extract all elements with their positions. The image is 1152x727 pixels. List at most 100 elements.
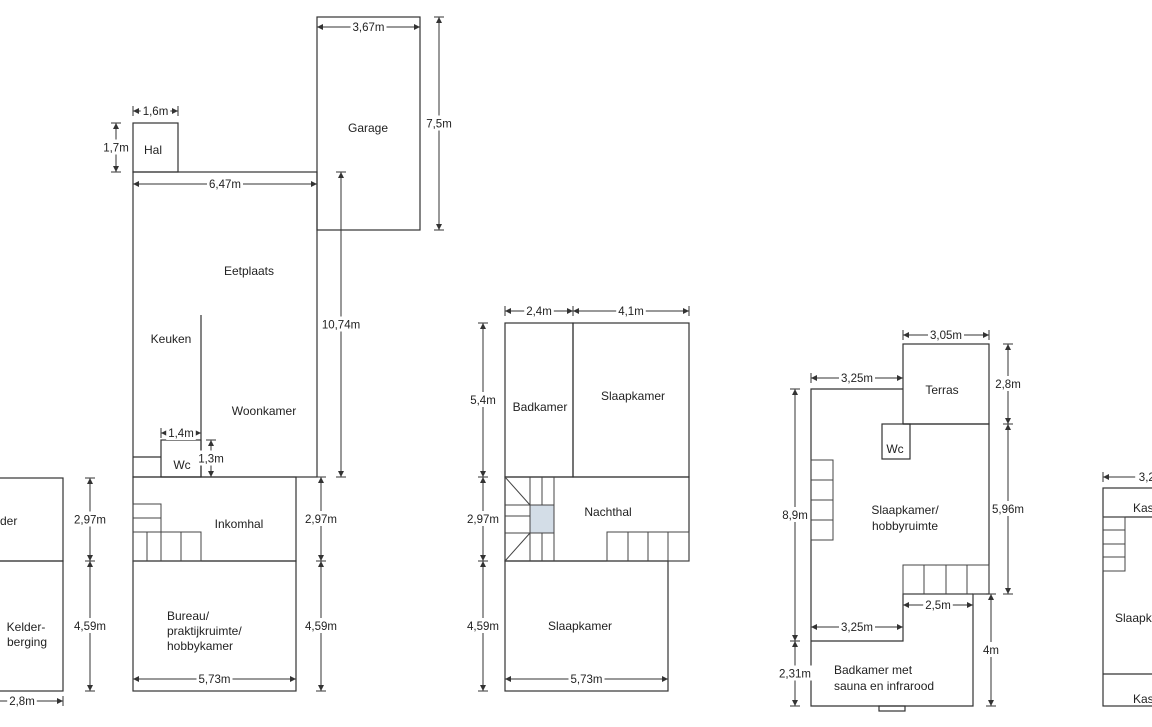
label-hal: Hal	[144, 143, 162, 157]
room-wc-2	[881, 423, 911, 460]
dim-f3-bad-w1-label: 3,25m	[841, 622, 873, 634]
dim-wc-h-label: 1,3m	[198, 454, 224, 466]
dim-basement-h2-label: 4,59m	[74, 621, 106, 633]
door-step	[878, 705, 906, 712]
room-slaapkamer-hobby	[810, 388, 990, 707]
right-floor-plan	[1102, 487, 1152, 707]
basement-plan	[0, 477, 64, 692]
room-kelderberging	[0, 560, 64, 692]
dim-hal-h: 1,7m	[101, 122, 131, 173]
first-floor-plan	[504, 322, 690, 692]
label-slaapk-right: Slaapk	[1115, 611, 1152, 625]
dim-inkomhal-h: 2,97m	[303, 476, 339, 562]
dim-f3-mid-h-label: 5,96m	[992, 504, 1024, 516]
dim-f1-h3: 4,59m	[465, 560, 501, 692]
dim-f4-w-label: 3,24	[1139, 472, 1152, 484]
dim-basement-w: 2,8m	[0, 694, 64, 708]
label-keuken: Keuken	[151, 332, 192, 346]
stair-void	[529, 504, 555, 534]
label-eetplaats: Eetplaats	[224, 264, 274, 278]
label-bureau-2: praktijkruimte/	[167, 624, 242, 638]
label-kas-bottom: Kas	[1133, 692, 1152, 706]
dim-f3-top-w: 3,25m	[810, 371, 904, 385]
label-kelder: der	[0, 514, 17, 528]
dim-f1-w1: 2,4m	[504, 304, 574, 318]
dim-inkomhal-h-label: 2,97m	[305, 514, 337, 526]
dim-garage-w: 3,67m	[316, 20, 421, 34]
dim-f1-h1: 5,4m	[468, 322, 498, 478]
dim-wc-w: 1,4m	[160, 426, 202, 440]
dim-f1-w2: 4,1m	[572, 304, 690, 318]
dim-f1-h2-label: 2,97m	[467, 514, 499, 526]
label-slaapkamer-f1: Slaapkamer	[601, 389, 665, 403]
dim-f3-bad-h2-label: 4m	[983, 645, 999, 657]
room-slaapkamer-bottom	[504, 560, 669, 692]
dim-f1-w2-label: 4,1m	[618, 306, 644, 318]
label-kas-top: Kas	[1133, 501, 1152, 515]
dim-hal-h-label: 1,7m	[103, 143, 129, 155]
label-slaapkamer-f1-bottom: Slaapkamer	[548, 619, 612, 633]
dim-bureau-h-label: 4,59m	[305, 621, 337, 633]
dim-bureau-w: 5,73m	[132, 672, 297, 686]
label-kelderberging-1: Kelder-	[7, 620, 46, 634]
dim-garage-w-label: 3,67m	[353, 22, 385, 34]
second-floor-plan	[810, 343, 990, 712]
dim-bureau-w-label: 5,73m	[199, 674, 231, 686]
dim-f3-bad-h1: 2,31m	[777, 640, 813, 707]
ground-floor-plan	[132, 16, 421, 692]
label-badkamer-sauna-2: sauna en infrarood	[834, 679, 934, 693]
dim-ground-h-label: 10,74m	[322, 320, 360, 332]
dim-f1-h2: 2,97m	[465, 476, 501, 562]
stairs-right	[1102, 516, 1126, 572]
label-badkamer-sauna-1: Badkamer met	[834, 663, 913, 677]
dim-f3-top-w-label: 3,25m	[841, 373, 873, 385]
label-terras: Terras	[925, 383, 958, 397]
room-labels: der Kelder- berging Garage Hal Eetplaats…	[0, 121, 1152, 706]
dim-f3-bad-w1: 3,25m	[810, 620, 904, 634]
dim-wc-w-label: 1,4m	[168, 428, 194, 440]
label-woonkamer: Woonkamer	[232, 404, 296, 418]
dim-f3-mid-h: 5,96m	[990, 423, 1026, 595]
dim-ground-w-label: 6,47m	[209, 179, 241, 191]
dim-hal-w-label: 1,6m	[143, 106, 169, 118]
dim-f1-w3: 5,73m	[504, 672, 669, 686]
dim-f1-w1-label: 2,4m	[526, 306, 552, 318]
dim-f1-h1-label: 5,4m	[470, 395, 496, 407]
dim-f3-bad-h2: 4m	[982, 593, 1000, 707]
label-wc-ground: Wc	[173, 458, 190, 472]
dim-f3-bad-h1-label: 2,31m	[779, 669, 811, 681]
dim-wc-h: 1,3m	[196, 439, 226, 478]
room-garage	[316, 16, 421, 231]
dim-f1-h3-label: 4,59m	[467, 621, 499, 633]
label-kelderberging-2: berging	[7, 635, 47, 649]
label-slaapkamer-hobby-1: Slaapkamer/	[871, 503, 939, 517]
dim-f3-main-h: 8,9m	[780, 388, 810, 642]
dim-hal-w: 1,6m	[132, 104, 179, 118]
dim-f3-terras-w-label: 3,05m	[930, 330, 962, 342]
dim-garage-h: 7,5m	[424, 16, 454, 231]
dim-ground-w: 6,47m	[132, 177, 318, 191]
room-right-outline	[1102, 487, 1152, 707]
dim-f3-terras-h: 2,8m	[993, 343, 1023, 425]
room-bureau	[132, 560, 297, 692]
dim-f3-bad-w2: 2,5m	[902, 598, 974, 612]
dim-ground-h: 10,74m	[319, 171, 363, 478]
dim-f3-terras-h-label: 2,8m	[995, 379, 1021, 391]
stairs-second	[810, 459, 990, 595]
dim-bureau-h: 4,59m	[303, 560, 339, 692]
dimension-lines: 2,97m 4,59m 2,8m 3,67m 7,5m 1,6m 1,7m 6,47m 10,7…	[0, 16, 1152, 708]
stairs-ground	[132, 503, 202, 562]
label-slaapkamer-hobby-2: hobbyruimte	[872, 519, 938, 533]
label-garage: Garage	[348, 121, 388, 135]
label-wc-3: Wc	[886, 442, 903, 456]
label-bureau-1: Bureau/	[167, 609, 210, 623]
dim-basement-h1-label: 2,97m	[74, 515, 106, 527]
dim-f3-main-h-label: 8,9m	[782, 510, 808, 522]
label-bureau-3: hobbykamer	[167, 639, 233, 653]
dim-basement-h2: 4,59m	[72, 560, 108, 692]
label-nachthal: Nachthal	[584, 505, 631, 519]
dim-basement-h1: 2,97m	[72, 477, 108, 562]
dim-basement-w-label: 2,8m	[9, 696, 35, 708]
stairs-first	[504, 476, 690, 562]
